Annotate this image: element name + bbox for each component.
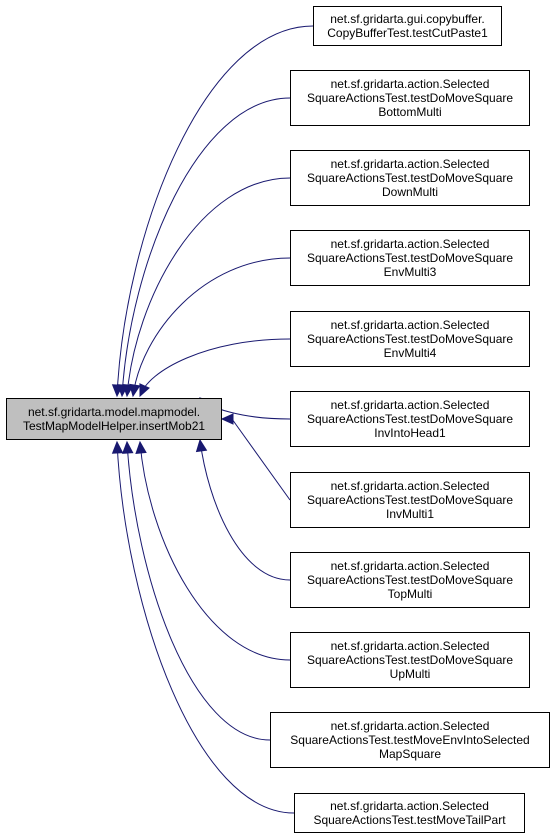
- caller-node-line: net.sf.gridarta.action.Selected: [330, 479, 490, 493]
- call-edge-arrowhead: [220, 413, 234, 425]
- call-edge-arrowhead: [111, 440, 124, 454]
- caller-node-line: SquareActionsTest.testDoMoveSquare: [306, 251, 514, 265]
- caller-node-line: TopMulti: [387, 587, 433, 601]
- caller-node-line: net.sf.gridarta.gui.copybuffer.: [330, 12, 485, 26]
- caller-node-inv-into-head1[interactable]: net.sf.gridarta.action.Selected SquareAc…: [290, 391, 530, 447]
- caller-node-line: SquareActionsTest.testDoMoveSquare: [306, 171, 514, 185]
- caller-node-up-multi[interactable]: net.sf.gridarta.action.Selected SquareAc…: [290, 632, 530, 688]
- call-edge: [116, 441, 295, 814]
- caller-node-line: net.sf.gridarta.action.Selected: [330, 719, 490, 733]
- caller-node-line: net.sf.gridarta.action.Selected: [330, 237, 490, 251]
- call-edge-arrowhead: [129, 383, 141, 398]
- caller-node-line: net.sf.gridarta.action.Selected: [330, 398, 490, 412]
- call-edge: [126, 177, 291, 397]
- caller-node-bottom-multi[interactable]: net.sf.gridarta.action.Selected SquareAc…: [290, 70, 530, 126]
- caller-node-move-env-into-selected[interactable]: net.sf.gridarta.action.Selected SquareAc…: [270, 712, 550, 768]
- caller-node-line: EnvMulti3: [383, 265, 437, 279]
- caller-node-line: DownMulti: [381, 185, 438, 199]
- caller-node-line: SquareActionsTest.testDoMoveSquare: [306, 91, 514, 105]
- caller-node-cut-paste1[interactable]: net.sf.gridarta.gui.copybuffer. CopyBuff…: [313, 6, 502, 46]
- call-edge: [126, 441, 271, 741]
- caller-node-line: SquareActionsTest.testMoveEnvIntoSelecte…: [290, 733, 530, 747]
- call-edge: [231, 418, 291, 501]
- caller-node-line: net.sf.gridarta.action.Selected: [330, 157, 490, 171]
- call-edge: [132, 257, 291, 397]
- caller-node-line: SquareActionsTest.testDoMoveSquare: [306, 653, 514, 667]
- caller-node-inv-multi1[interactable]: net.sf.gridarta.action.Selected SquareAc…: [290, 472, 530, 528]
- caller-node-line: net.sf.gridarta.action.Selected: [330, 639, 490, 653]
- caller-node-line: net.sf.gridarta.action.Selected: [330, 77, 490, 91]
- call-edge-arrowhead: [135, 440, 147, 454]
- caller-node-line: SquareActionsTest.testDoMoveSquare: [306, 332, 514, 346]
- caller-node-line: UpMulti: [389, 667, 431, 681]
- call-edge: [139, 338, 291, 397]
- call-edge: [199, 439, 291, 581]
- caller-node-line: net.sf.gridarta.action.Selected: [330, 559, 490, 573]
- call-edge: [121, 97, 291, 397]
- caller-node-top-multi[interactable]: net.sf.gridarta.action.Selected SquareAc…: [290, 552, 530, 608]
- call-edge: [139, 441, 291, 661]
- caller-node-line: net.sf.gridarta.action.Selected: [330, 799, 489, 813]
- focus-node-line-1: net.sf.gridarta.model.mapmodel.: [27, 405, 201, 419]
- caller-node-line: EnvMulti4: [383, 346, 437, 360]
- caller-node-down-multi[interactable]: net.sf.gridarta.action.Selected SquareAc…: [290, 150, 530, 206]
- caller-node-line: MapSquare: [378, 747, 442, 761]
- caller-node-line: InvIntoHead1: [374, 426, 446, 440]
- caller-node-env-multi4[interactable]: net.sf.gridarta.action.Selected SquareAc…: [290, 311, 530, 367]
- caller-node-line: SquareActionsTest.testDoMoveSquare: [306, 412, 514, 426]
- caller-node-line: CopyBufferTest.testCutPaste1: [327, 26, 488, 40]
- caller-node-line: SquareActionsTest.testDoMoveSquare: [306, 573, 514, 587]
- call-edge: [116, 25, 314, 397]
- call-edge-arrowhead: [121, 440, 134, 454]
- caller-node-move-tail-part[interactable]: net.sf.gridarta.action.Selected SquareAc…: [294, 793, 525, 833]
- caller-node-line: BottomMulti: [378, 105, 442, 119]
- caller-node-line: SquareActionsTest.testDoMoveSquare: [306, 493, 514, 507]
- call-edge-arrowhead: [139, 383, 150, 398]
- focus-node-line-2: TestMapModelHelper.insertMob21: [22, 419, 206, 433]
- caller-node-line: net.sf.gridarta.action.Selected: [330, 318, 490, 332]
- caller-node-line: SquareActionsTest.testMoveTailPart: [313, 813, 506, 827]
- focus-node[interactable]: net.sf.gridarta.model.mapmodel. TestMapM…: [6, 398, 222, 440]
- caller-node-env-multi3[interactable]: net.sf.gridarta.action.Selected SquareAc…: [290, 230, 530, 286]
- caller-node-line: InvMulti1: [385, 507, 435, 521]
- call-edge-arrowhead: [195, 438, 208, 453]
